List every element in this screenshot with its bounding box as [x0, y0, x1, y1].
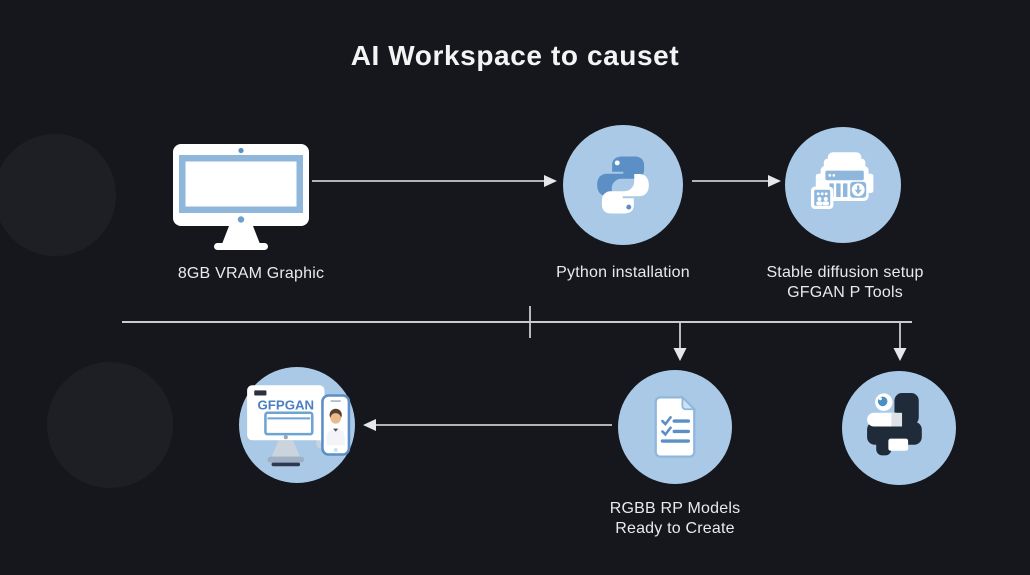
label-gpu-text: 8GB VRAM Graphic [177, 265, 325, 282]
node-python-dark [842, 371, 956, 485]
printer-tools-icon [811, 152, 874, 209]
node-stable-diffusion [785, 127, 901, 243]
gfpgan-screen-text: GFPGAN [258, 398, 315, 413]
dark-python-logo-icon [867, 393, 922, 456]
label-models-line2: Ready to Create [615, 519, 735, 537]
label-python-text: Python installation [556, 264, 690, 281]
devices-icon: GFPGAN [247, 385, 351, 467]
document-checklist-icon [654, 395, 697, 458]
label-stable-line2: GFGAN P Tools [787, 283, 903, 301]
label-gpu: 8GB VRAM Graphic [141, 264, 361, 284]
label-stable-diffusion: Stable diffusion setup GFGAN P Tools [723, 263, 967, 302]
label-stable-line1: Stable diffusion setup [766, 264, 924, 281]
python-logo-icon [597, 156, 649, 214]
node-gpu [166, 142, 316, 252]
node-models [618, 370, 732, 484]
node-gfpgan-devices: GFPGAN [239, 367, 355, 483]
arrowhead-right-icon [768, 175, 781, 187]
label-models: RGBB RP Models Ready to Create [565, 499, 785, 538]
monitor-icon [173, 144, 309, 250]
label-models-line1: RGBB RP Models [609, 500, 741, 517]
arrowhead-down-icon [673, 348, 687, 361]
arrowhead-down-icon [893, 348, 907, 361]
node-python [563, 125, 683, 245]
page-title: AI Workspace to causet [350, 40, 680, 71]
label-python: Python installation [513, 263, 733, 283]
arrowhead-left-icon [363, 419, 376, 431]
arrowhead-right-icon [544, 175, 557, 187]
